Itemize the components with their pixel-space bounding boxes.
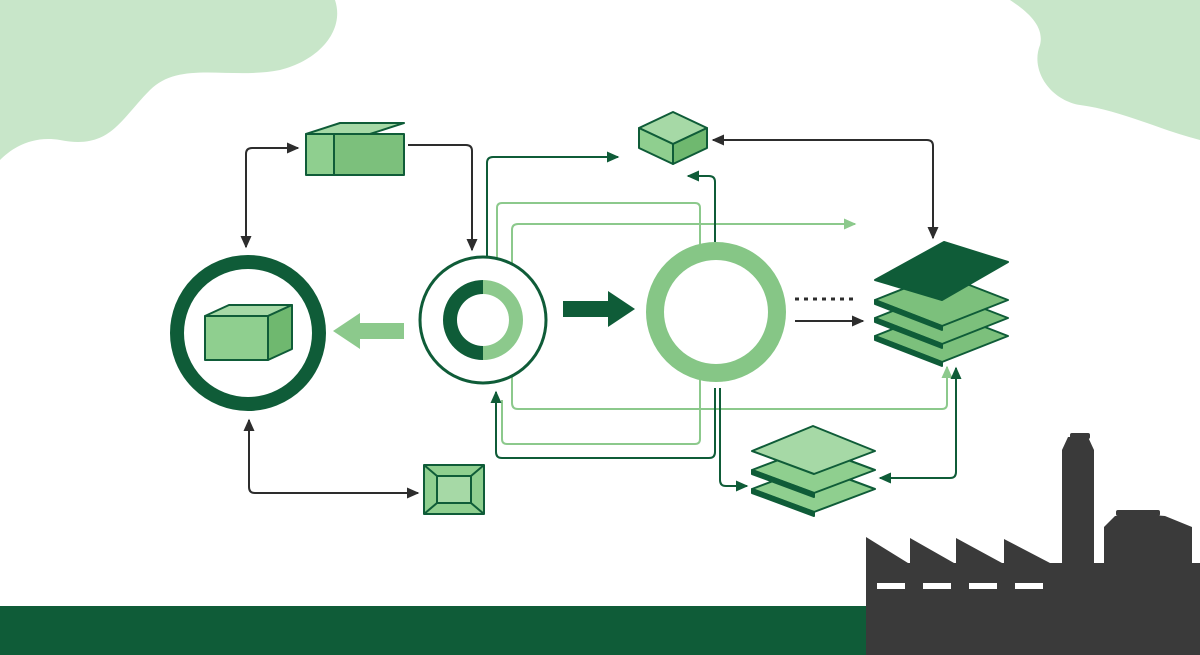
ring-icon [646,242,786,382]
green-arrow-stack-link [878,366,962,484]
factory-windows [877,583,1043,589]
top-left-box-icon [305,122,405,176]
left-flow-arrow [333,313,404,349]
arrow-circle-to-top-box [240,142,300,249]
background-blob-top-right [1010,0,1200,140]
green-arrow-ring-to-hub [490,388,716,459]
green-arrow-box-to-ring [686,170,716,242]
donut-light-half [483,280,523,360]
green-arrow-hub-to-top-box [486,151,620,258]
arrow-top-box-to-hub [408,144,478,252]
donut-dark-half [443,280,483,360]
green-arrow-ring-to-stack [719,388,749,492]
bottom-layer-stack-icon [751,425,876,517]
box-icon [204,304,293,361]
layer-stack-icon [874,241,1009,367]
right-flow-arrow [563,291,635,327]
framed-box-icon [423,464,485,515]
top-right-box-icon [638,111,708,165]
light-arrow-top [511,218,857,380]
factory-icon [866,433,1200,655]
hub-circle [418,255,548,385]
arrow-circle-to-frame [243,418,420,499]
background-blob-top-left [0,0,338,160]
arrow-stack-to-top-right-box [711,134,939,240]
